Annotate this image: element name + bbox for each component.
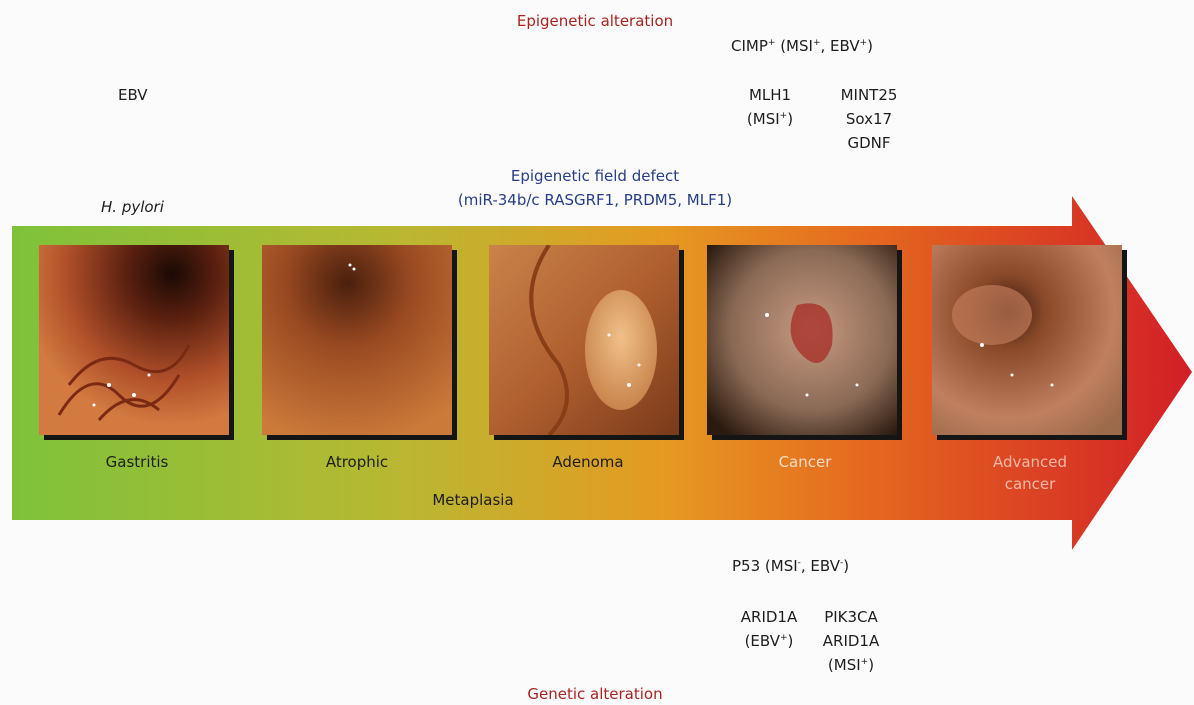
stage-label-advanced: Advanced [935,452,1125,472]
mlh1-msi-label: (MSI+) [731,108,809,130]
stage-label-adenoma: Adenoma [493,452,683,472]
stage-label-advanced-cancer: cancer [935,474,1125,494]
arid1a-label: ARID1A [730,606,808,628]
atrophic-photo [262,245,452,435]
sox17-label: Sox17 [828,108,910,130]
arid1a-msi-label: (MSI+) [811,654,891,676]
ebv-label: EBV [118,84,148,106]
field-defect-title: Epigenetic field defect [380,165,810,187]
adenoma-photo [489,245,679,435]
mint25-label: MINT25 [828,84,910,106]
field-defect-genes: (miR-34b/c RASGRF1, PRDM5, MLF1) [380,189,810,211]
stage-label-atrophic: Atrophic [262,452,452,472]
cimp-label: CIMP+ (MSI+, EBV+) [731,35,873,57]
cancer-photo [707,245,897,435]
arid1a-ebv-label: (EBV+) [730,630,808,652]
mlh1-label: MLH1 [737,84,803,106]
metaplasia-label: Metaplasia [380,489,566,511]
arid1a-2-label: ARID1A [811,630,891,652]
epigenetic-alteration-title: Epigenetic alteration [380,10,810,32]
gdnf-label: GDNF [828,132,910,154]
stage-label-gastritis: Gastritis [42,452,232,472]
advanced-cancer-photo [932,245,1122,435]
h-pylori-label: H. pylori [101,196,164,218]
p53-label: P53 (MSI-, EBV-) [732,555,849,577]
stage-label-cancer: Cancer [710,452,900,472]
gastritis-photo [39,245,229,435]
pik3ca-label: PIK3CA [811,606,891,628]
